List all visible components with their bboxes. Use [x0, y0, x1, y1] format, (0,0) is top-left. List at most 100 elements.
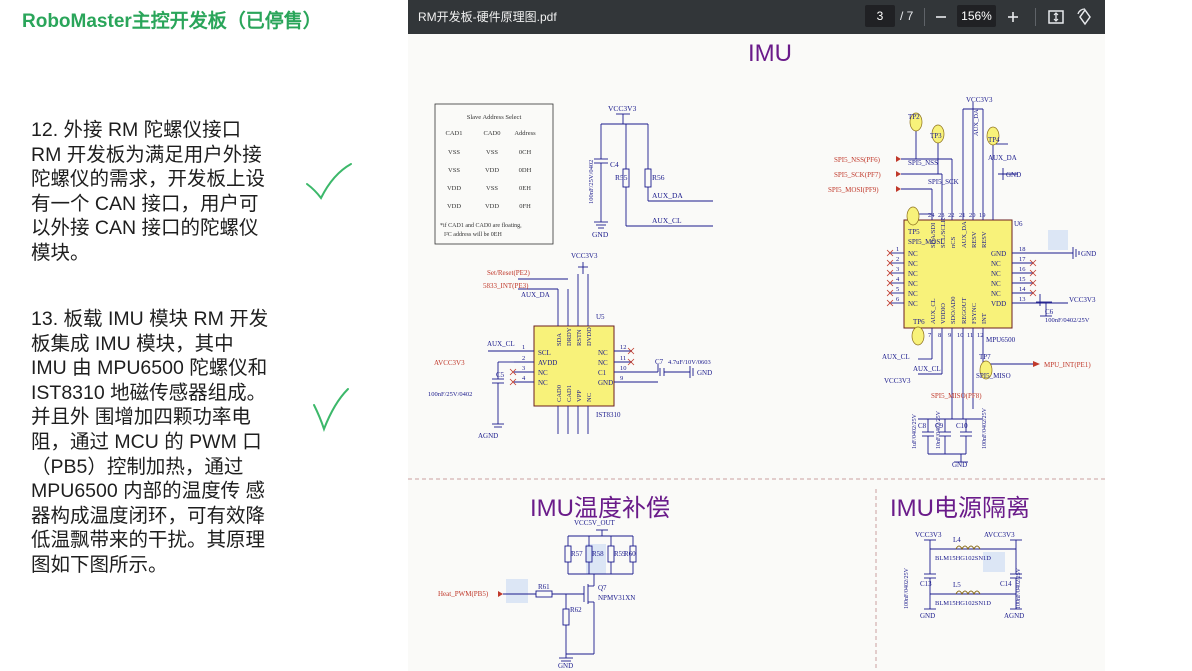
- net-label: GND: [952, 461, 967, 469]
- part-label: C13: [920, 580, 932, 588]
- zoom-in-button[interactable]: [1001, 5, 1025, 29]
- table-cell: VSS: [486, 149, 498, 156]
- pin-number: 11: [967, 332, 973, 339]
- pin-number: 10: [957, 332, 964, 339]
- table-cell: VSS: [486, 185, 498, 192]
- net-label: AUX_DA: [521, 291, 550, 299]
- net-label: AUX_DA: [973, 109, 980, 136]
- pin-number: 9: [948, 332, 951, 339]
- pin-number: 9: [620, 375, 623, 382]
- net-label: VCC5V_OUT: [574, 519, 616, 527]
- pdf-toolbar: RM开发板-硬件原理图.pdf 3 / 7 156%: [408, 0, 1105, 34]
- testpoint-label: TP3: [930, 132, 942, 140]
- net-label: VCC3V3: [966, 96, 993, 104]
- net-label: AVCC3V3: [984, 531, 1015, 539]
- pin-number: 2: [896, 256, 899, 263]
- testpoint-label: TP6: [913, 318, 925, 326]
- part-label: C14: [1000, 580, 1012, 588]
- pin-number: 17: [1019, 256, 1026, 263]
- minus-icon: [936, 16, 946, 18]
- pin-label: NC: [538, 379, 548, 387]
- part-label: L5: [953, 581, 961, 589]
- pin-label: SDA/SDI: [930, 223, 937, 248]
- part-value: 100nF/0402/25V: [1016, 567, 1022, 609]
- pin-number: 1: [896, 246, 899, 253]
- pin-label: GND: [991, 250, 1006, 258]
- highlight-block: [983, 552, 1005, 572]
- table-header: CAD1: [446, 130, 463, 137]
- table-cell: 0DH: [519, 167, 532, 174]
- paragraph-line: IMU 由 MPU6500 陀螺仪和: [31, 357, 268, 380]
- pin-label: INT: [981, 313, 988, 324]
- pin-number: 12: [977, 332, 984, 339]
- table-cell: 0FH: [519, 203, 531, 210]
- testpoint-label: TP5: [908, 228, 920, 236]
- table-cell: VSS: [448, 167, 460, 174]
- pin-label: FSYNC: [971, 303, 978, 324]
- pdf-viewer: RM开发板-硬件原理图.pdf 3 / 7 156% IMU IMU温度补偿 I…: [408, 0, 1105, 671]
- zoom-input[interactable]: 156%: [957, 5, 996, 27]
- net-label: GND: [1006, 171, 1021, 179]
- table-cell: VDD: [447, 185, 461, 192]
- zoom-out-button[interactable]: [929, 5, 953, 29]
- heater-circuit: [498, 529, 637, 662]
- checkmark-icon: [306, 163, 352, 200]
- part-label: MPU6500: [986, 336, 1016, 344]
- section-temp-title: IMU温度补偿: [530, 495, 670, 522]
- page-number-input[interactable]: 3: [865, 5, 895, 27]
- table-cell: VSS: [448, 149, 460, 156]
- table-cell: VDD: [447, 203, 461, 210]
- section-imu-title: IMU: [748, 40, 792, 67]
- testpoint-label: TP7: [979, 353, 991, 361]
- rotate-button[interactable]: [1073, 5, 1097, 29]
- part-value: 100nF/25V/0402: [588, 160, 595, 204]
- pin-number: 16: [1019, 266, 1026, 273]
- part-label: R62: [570, 606, 582, 614]
- pin-label: NC: [908, 260, 918, 268]
- power-filter: [924, 539, 1022, 610]
- part-label: L4: [953, 536, 961, 544]
- part-number: BLM15HG102SN1D: [935, 555, 991, 562]
- slave-address-table: Slave Address Select CAD1 CAD0 Address V…: [434, 103, 554, 245]
- part-label: R58: [592, 550, 604, 558]
- part-value: 100nF/0402/25V: [982, 407, 988, 449]
- net-label: AVCC3V3: [434, 359, 465, 367]
- pin-label: NC: [586, 393, 593, 402]
- part-value: 10nF/0402/25V: [936, 410, 942, 449]
- net-label: VCC3V3: [1069, 296, 1096, 304]
- part-label: C5: [496, 371, 505, 379]
- table-header: CAD0: [484, 130, 501, 137]
- rotate-icon: [1077, 8, 1091, 26]
- paragraph-line: 陀螺仪的需求，开发板上设: [31, 168, 266, 191]
- part-label: U5: [596, 313, 605, 321]
- page-total: / 7: [900, 9, 914, 23]
- part-label: Q7: [598, 584, 607, 592]
- part-label: IST8310: [596, 411, 621, 419]
- ic-ist8310: [488, 262, 694, 434]
- pin-number: 14: [1019, 286, 1026, 293]
- part-label: R61: [538, 583, 550, 591]
- net-label: 5833_INT(PE3): [483, 282, 529, 290]
- schematic-drawing: Slave Address Select CAD1 CAD0 Address V…: [408, 96, 1105, 671]
- pin-label: NC: [991, 280, 1001, 288]
- pin-label: NC: [908, 280, 918, 288]
- pin-label: NC: [538, 369, 548, 377]
- pin-label: NC: [908, 290, 918, 298]
- table-cell: VDD: [485, 203, 499, 210]
- fit-page-button[interactable]: [1044, 5, 1068, 29]
- pin-label: RSTN: [576, 329, 583, 346]
- paragraph-line: RM 开发板为满足用户外接: [31, 143, 262, 166]
- pin-number: 12: [620, 344, 627, 351]
- net-label: Set/Reset(PE2): [487, 269, 530, 277]
- net-label: AUX_CL: [882, 353, 910, 361]
- section-power-title: IMU电源隔离: [890, 495, 1030, 522]
- pin-label: SDA: [556, 333, 563, 346]
- pin-number: 1: [522, 344, 525, 351]
- slide-title: RoboMaster主控开发板（已停售）: [22, 11, 322, 32]
- pullup-block: VCC3V3: [594, 104, 713, 229]
- net-label: SPI5_NSS(PF6): [834, 156, 881, 164]
- part-label: R55: [615, 173, 628, 182]
- net-label: GND: [1081, 250, 1096, 258]
- pin-label: NC: [991, 270, 1001, 278]
- pin-label: SCL/SCLK: [940, 217, 947, 248]
